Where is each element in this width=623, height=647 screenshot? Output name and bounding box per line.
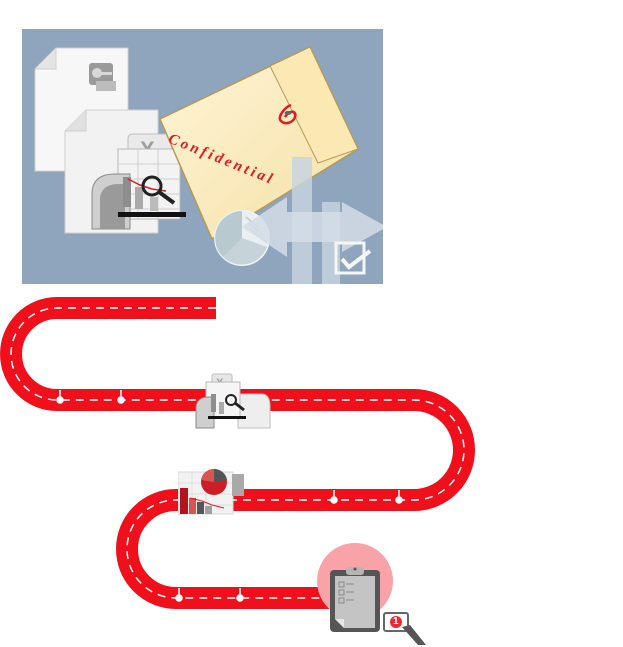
hero-illustration: X: [22, 29, 383, 284]
clipboard-checklist-icon: [328, 566, 382, 634]
spreadsheet-magnifier-icon: X: [194, 372, 274, 430]
chart-magnifier-icon: X: [90, 129, 200, 239]
confidential-envelope-icon: Confidential: [140, 39, 370, 249]
roadmap: [0, 290, 623, 647]
checkbox-icon: [334, 241, 374, 277]
step-badge-number: 1: [393, 616, 399, 627]
step-badge-card: 1: [382, 611, 428, 647]
charts-report-icon: [178, 468, 248, 516]
road-path: [0, 297, 475, 609]
